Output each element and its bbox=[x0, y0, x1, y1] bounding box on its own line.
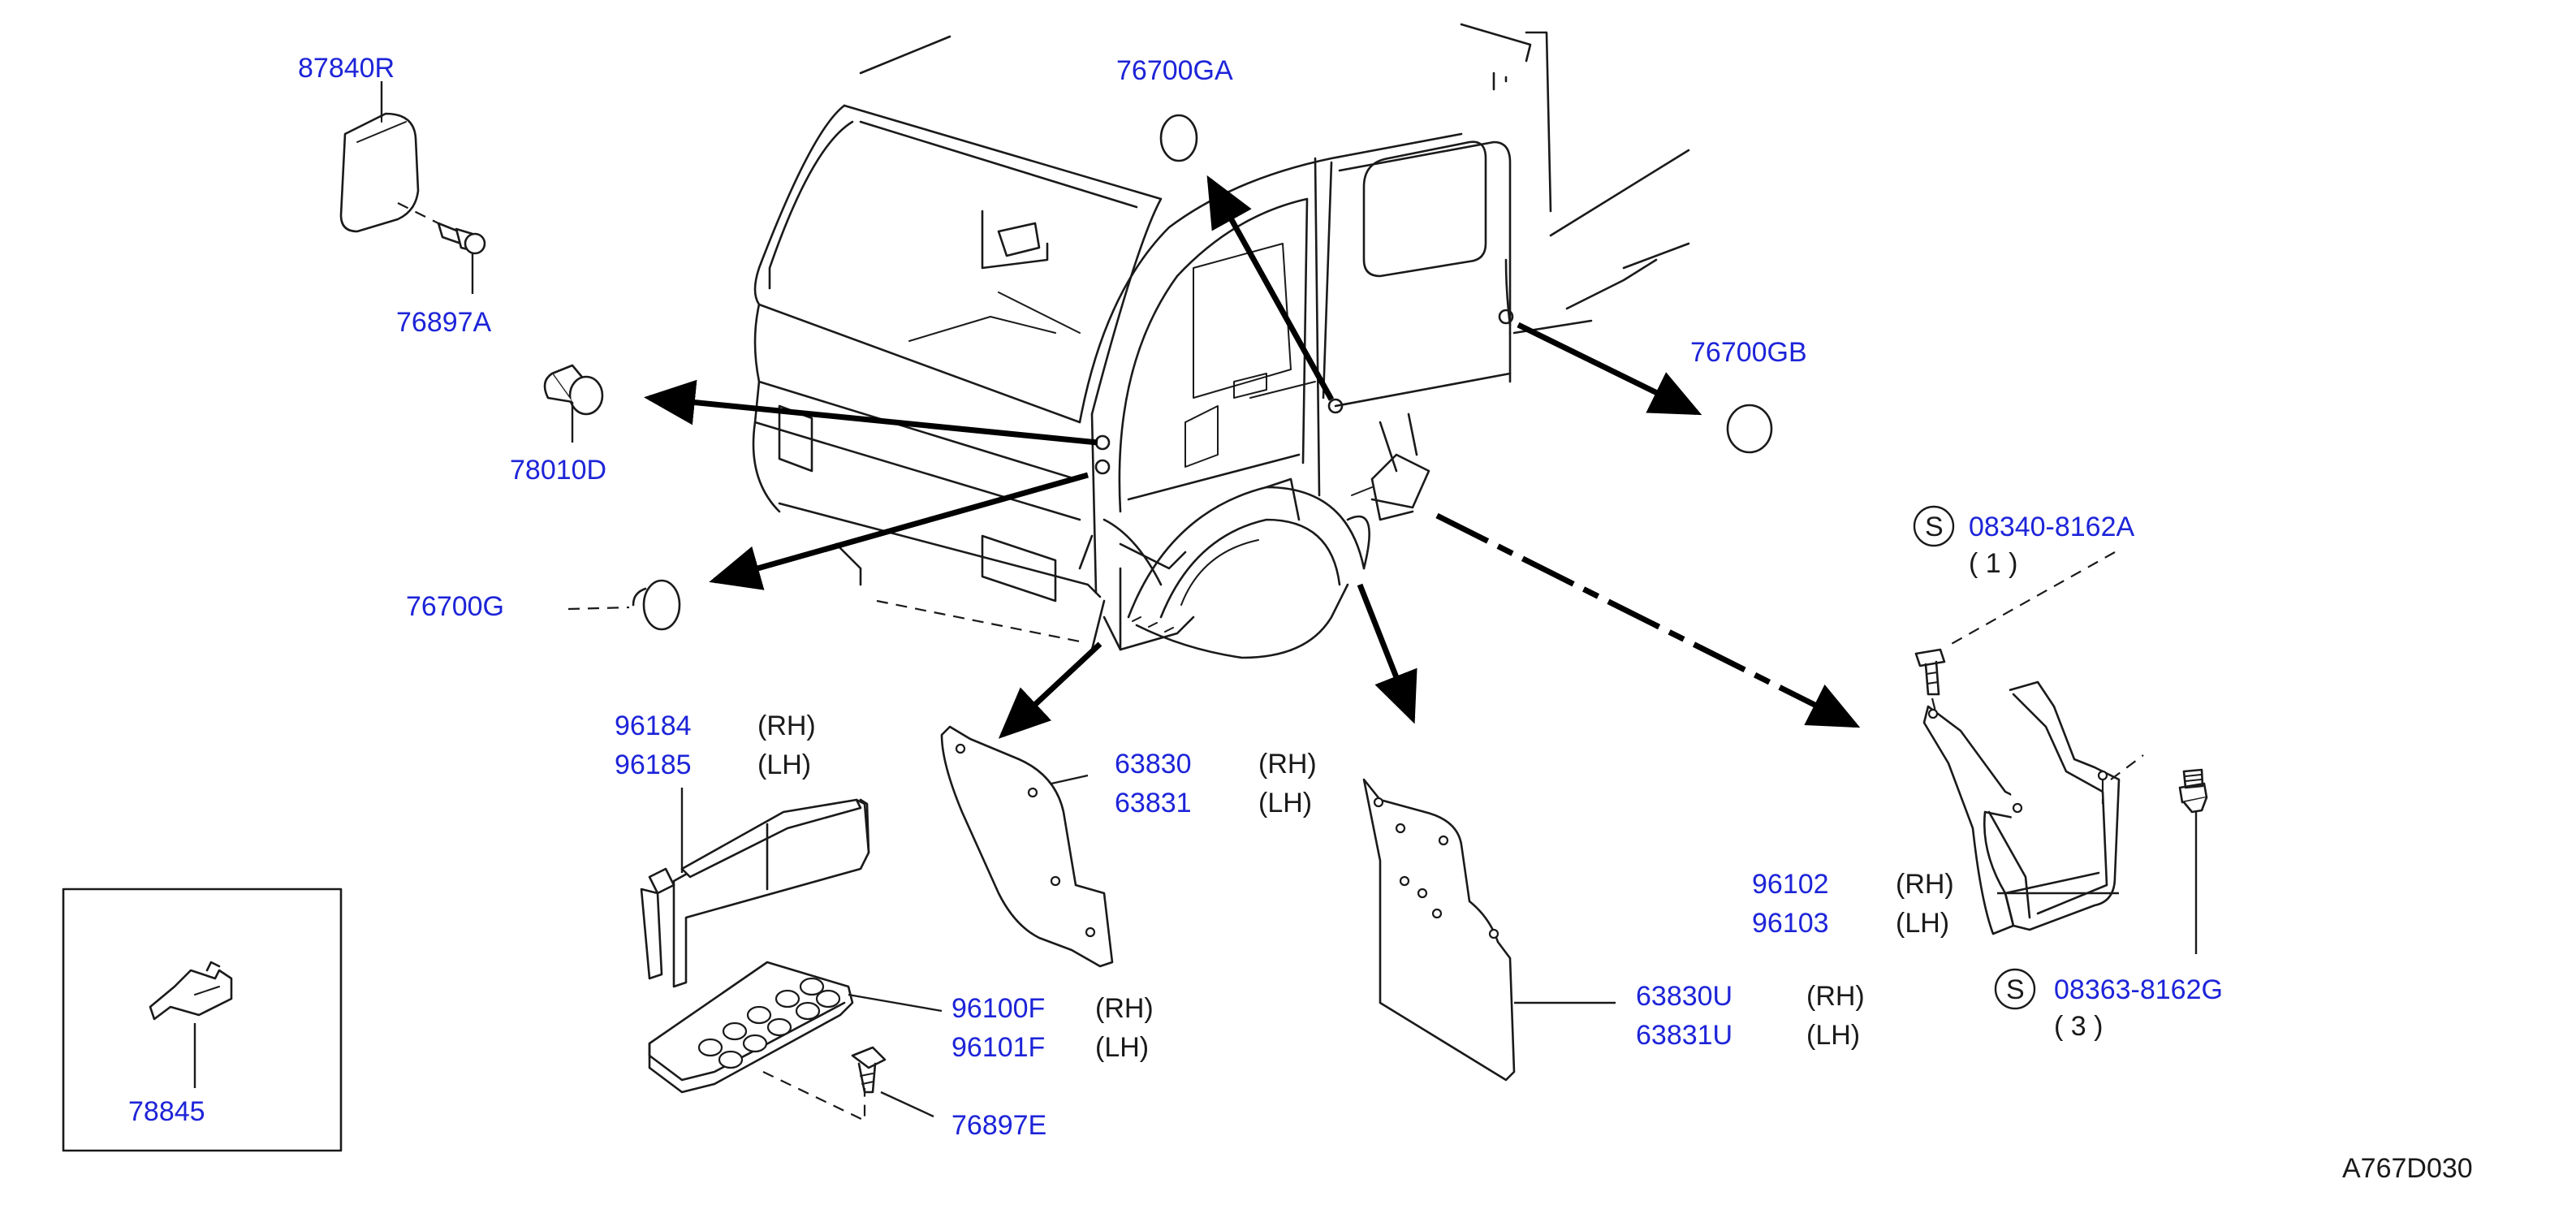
part-08340-8162A-bolt bbox=[1914, 648, 1946, 715]
label-08340-8162A: 08340-8162A bbox=[1969, 512, 2135, 542]
part-96100F-step-plate bbox=[648, 961, 866, 1122]
drawing-reference-code: A767D030 bbox=[2342, 1153, 2473, 1184]
arrow-63830U bbox=[1357, 583, 1417, 724]
part-labels: 87840R 76897A 78010D 76700G 76700GA 7670… bbox=[128, 53, 2473, 1184]
part-87840R-cover bbox=[339, 112, 420, 233]
part-63830-mud-guard bbox=[940, 725, 1114, 968]
label-08340-8162A-qty: ( 1 ) bbox=[1969, 548, 2017, 579]
arrow-96102 bbox=[1435, 512, 1861, 728]
part-96184-96185-bracket bbox=[640, 798, 870, 988]
label-96100F: 96100F bbox=[951, 993, 1045, 1024]
label-63831-side: (LH) bbox=[1258, 788, 1312, 818]
label-96103: 96103 bbox=[1752, 908, 1829, 939]
part-76700GB-cap bbox=[1726, 404, 1773, 454]
vehicle-body-illustration bbox=[752, 23, 1690, 659]
label-63830: 63830 bbox=[1115, 749, 1192, 780]
label-63830-side: (RH) bbox=[1258, 749, 1317, 780]
arrow-78010D bbox=[644, 379, 1098, 446]
arrow-63830 bbox=[998, 641, 1102, 739]
standard-part-symbol-letter: S bbox=[2006, 974, 2025, 1005]
label-76700G: 76700G bbox=[406, 591, 504, 622]
label-96185: 96185 bbox=[615, 749, 692, 780]
label-63831U-side: (LH) bbox=[1806, 1020, 1860, 1051]
label-78845: 78845 bbox=[128, 1096, 205, 1127]
label-76897A: 76897A bbox=[396, 307, 492, 338]
label-96102: 96102 bbox=[1752, 869, 1829, 900]
part-76897A-screw bbox=[397, 202, 486, 255]
inset-box-78845 bbox=[62, 888, 343, 1152]
label-96101F-side: (LH) bbox=[1095, 1032, 1149, 1063]
part-76897E-clip bbox=[851, 1046, 887, 1094]
label-63831U: 63831U bbox=[1636, 1020, 1732, 1051]
part-08363-8162G-bolt bbox=[2178, 768, 2208, 814]
arrow-76700GB bbox=[1517, 322, 1702, 416]
arrow-76700G bbox=[709, 472, 1089, 590]
part-76700G-cap bbox=[567, 579, 681, 631]
label-63831: 63831 bbox=[1115, 788, 1192, 818]
label-96185-side: (LH) bbox=[757, 749, 811, 780]
label-96184: 96184 bbox=[615, 710, 692, 741]
standard-part-symbol bbox=[1994, 968, 2036, 1010]
label-96102-side: (RH) bbox=[1896, 869, 1954, 900]
leader-lines bbox=[193, 81, 2198, 1118]
label-96103-side: (LH) bbox=[1896, 908, 1949, 939]
standard-part-symbol-letter: S bbox=[1925, 512, 1944, 542]
label-96101F: 96101F bbox=[951, 1032, 1045, 1063]
label-87840R: 87840R bbox=[298, 53, 395, 84]
label-76700GA: 76700GA bbox=[1116, 55, 1233, 86]
label-76700GB: 76700GB bbox=[1690, 337, 1807, 368]
part-96102-step-bracket bbox=[1922, 680, 2144, 935]
label-63830U-side: (RH) bbox=[1806, 981, 1865, 1012]
label-78010D: 78010D bbox=[510, 455, 606, 486]
label-76897E: 76897E bbox=[951, 1110, 1046, 1141]
pointer-arrows bbox=[644, 175, 1861, 739]
part-78010D-bumper bbox=[543, 364, 604, 416]
part-76700GA-cap bbox=[1159, 114, 1198, 162]
label-96100F-side: (RH) bbox=[1095, 993, 1154, 1024]
arrow-76700GA bbox=[1206, 175, 1335, 401]
label-63830U: 63830U bbox=[1636, 981, 1732, 1012]
label-96184-side: (RH) bbox=[757, 710, 816, 741]
label-08363-8162G-qty: ( 3 ) bbox=[2054, 1011, 2103, 1042]
label-08363-8162G: 08363-8162G bbox=[2054, 974, 2223, 1005]
standard-part-symbol bbox=[1913, 505, 1955, 547]
part-63830U-mud-flap bbox=[1362, 778, 1516, 1082]
